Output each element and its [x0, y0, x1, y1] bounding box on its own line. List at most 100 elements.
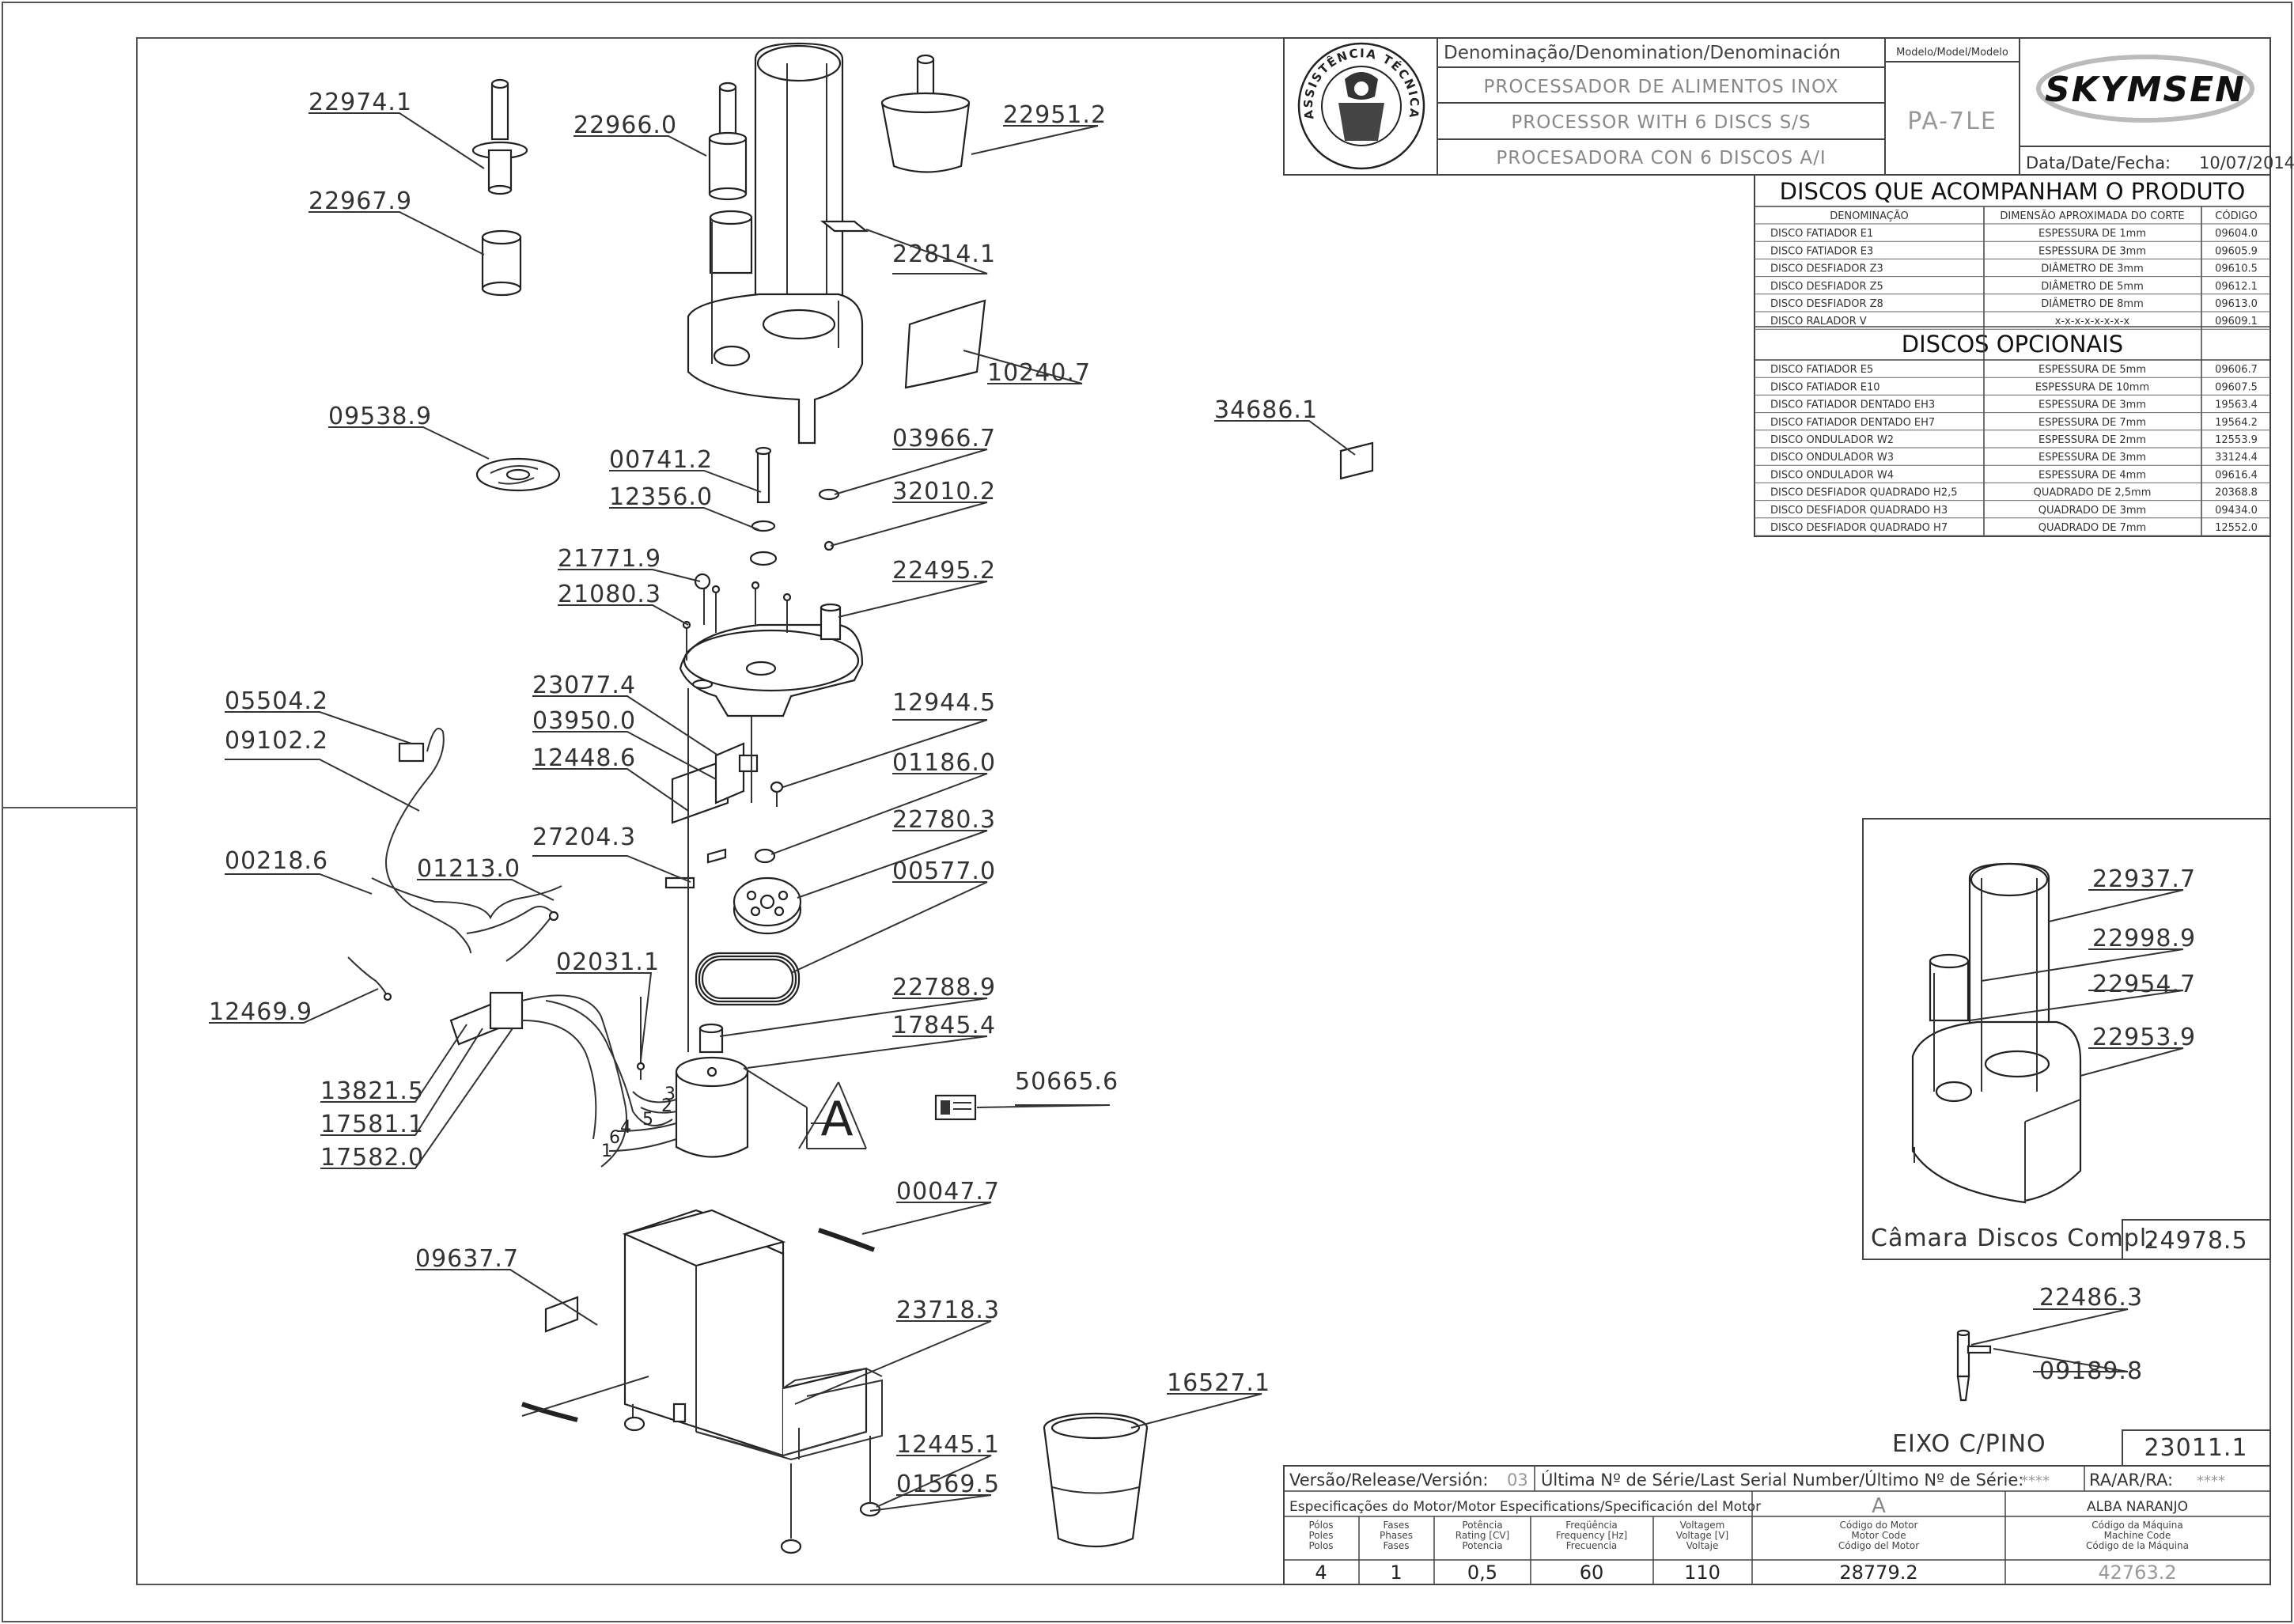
disc-name: DISCO DESFIADOR Z5	[1770, 281, 1883, 293]
disc-name: DISCO DESFIADOR QUADRADO H2,5	[1770, 487, 1958, 499]
oval-pusher	[880, 54, 971, 173]
bearing	[754, 848, 776, 864]
callout-03950-0: 03950.0	[532, 707, 636, 735]
disc-dimension: ESPESSURA DE 10mm	[2035, 381, 2149, 393]
disc-name: DISCO FATIADOR E10	[1770, 381, 1880, 393]
chamber-drawing	[1911, 862, 2082, 1204]
voltage-value: 110	[1684, 1562, 1720, 1584]
callout-22780-3: 22780.3	[892, 806, 996, 834]
author-name: ALBA NARANJO	[2087, 1499, 2188, 1515]
disc-name: DISCO FATIADOR E5	[1770, 364, 1873, 376]
callout-12445-1: 12445.1	[896, 1431, 1000, 1459]
product-name-es: PROCESADORA CON 6 DISCOS A/I	[1496, 148, 1826, 168]
large-pusher	[708, 81, 748, 201]
callout-16527-1: 16527.1	[1167, 1369, 1270, 1397]
chamber-caption: Câmara Discos Compl.	[1871, 1225, 2156, 1252]
disc-dimension: ESPESSURA DE 5mm	[2038, 364, 2146, 376]
disc-name: DISCO DESFIADOR QUADRADO H3	[1770, 505, 1948, 517]
title-block: ASSISTÊNCIA TÉCNICA AUTORIZADA Denominaç…	[0, 0, 2294, 176]
poles-header: Poles	[1308, 1530, 1333, 1541]
disc-dimension: ESPESSURA DE 7mm	[2038, 417, 2146, 429]
sticker-strip	[904, 299, 986, 389]
callout-23718-3: 23718.3	[896, 1297, 1000, 1324]
shaft-caption: EIXO C/PINO	[1892, 1430, 2046, 1458]
callout-32010-2: 32010.2	[892, 478, 996, 505]
drive-belt	[695, 952, 801, 1006]
callout-17582-0: 17582.0	[320, 1144, 424, 1172]
motor-spec-label: Especificações do Motor/Motor Especifica…	[1289, 1499, 1761, 1515]
disc-code: 09604.0	[2215, 228, 2258, 240]
wire-numbers: 1 2 3 4 5 6	[601, 1085, 676, 1161]
poles-header: Pólos	[1308, 1520, 1333, 1531]
brand-decals	[521, 1228, 876, 1422]
version-label: Versão/Release/Versión:	[1289, 1471, 1488, 1490]
callout-17581-1: 17581.1	[320, 1111, 424, 1138]
callout-22951-2: 22951.2	[1003, 101, 1107, 129]
callout-00741-2: 00741.2	[609, 446, 713, 474]
callout-03966-7: 03966.7	[892, 425, 996, 452]
callout-09637-7: 09637.7	[415, 1245, 519, 1273]
disc-name: DISCO FATIADOR DENTADO EH7	[1770, 417, 1935, 429]
callout-01213-0: 01213.0	[417, 855, 521, 883]
disc-code: 09609.1	[2215, 316, 2258, 327]
model-code: PA-7LE	[1907, 108, 1997, 135]
ra-value: ****	[2197, 1473, 2225, 1490]
label-plate	[820, 220, 869, 233]
disc-dimension: ESPESSURA DE 1mm	[2038, 228, 2146, 240]
svg-text:5: 5	[642, 1110, 653, 1130]
callout-01569-5: 01569.5	[896, 1471, 1000, 1498]
callout-22495-2: 22495.2	[892, 557, 996, 585]
leader-lines	[209, 112, 1356, 1512]
rating-header: Potência	[1462, 1520, 1502, 1531]
disc-dimension: QUADRADO DE 7mm	[2038, 522, 2146, 534]
disc-code: 09613.0	[2215, 298, 2258, 310]
callout-12448-6: 12448.6	[532, 744, 636, 772]
small-sticker	[1339, 441, 1374, 480]
callout-12356-0: 12356.0	[609, 483, 713, 511]
disc-name: DISCO DESFIADOR Z3	[1770, 263, 1883, 275]
callout-00218-6: 00218.6	[225, 847, 328, 875]
poles-value: 4	[1315, 1562, 1327, 1584]
callout-12944-5: 12944.5	[892, 689, 996, 717]
disc-name: DISCO RALADOR V	[1770, 316, 1867, 327]
callout-22966-0: 22966.0	[574, 112, 677, 139]
callout-02031-1: 02031.1	[556, 948, 660, 976]
detail-shaft: 22486.3 09189.8 EIXO C/PINO 23011.1	[1892, 1284, 2271, 1467]
svg-text:6: 6	[609, 1128, 620, 1148]
serial-label: Última Nº de Série/Last Serial Number/Úl…	[1541, 1470, 2023, 1490]
disc-table-header: DENOMINAÇÃO	[1830, 210, 1909, 222]
voltage-header: Voltagem	[1680, 1520, 1725, 1531]
rating-value: 0,5	[1467, 1562, 1497, 1584]
disc-name: DISCO FATIADOR DENTADO EH3	[1770, 399, 1935, 411]
disc-dimension: DIÂMETRO DE 8mm	[2041, 297, 2143, 310]
disc-dimension: ESPESSURA DE 3mm	[2038, 245, 2146, 257]
motor-base-plate	[679, 603, 864, 717]
disc-dimension: x-x-x-x-x-x-x-x	[2055, 316, 2130, 327]
callout-34686-1: 34686.1	[1214, 396, 1318, 424]
callout-12469-9: 12469.9	[209, 998, 312, 1026]
pulley	[732, 876, 802, 935]
callout-22954-7: 22954.7	[2092, 971, 2196, 998]
disc-code: 09434.0	[2215, 505, 2258, 517]
callout-00047-7: 00047.7	[896, 1178, 1000, 1206]
callout-22788-9: 22788.9	[892, 974, 996, 1001]
brand-logo: SKYMSEN	[2036, 55, 2254, 123]
disc-name: DISCO DESFIADOR Z8	[1770, 298, 1883, 310]
callout-22937-7: 22937.7	[2092, 865, 2196, 893]
base-cabinet	[622, 1209, 883, 1554]
machine-code-header: Código de la Máquina	[2086, 1540, 2189, 1551]
frequency-header: Frecuencia	[1566, 1540, 1618, 1551]
poles-header: Polos	[1308, 1540, 1333, 1551]
disc-code: 09610.5	[2215, 263, 2258, 275]
phases-value: 1	[1390, 1562, 1402, 1584]
disc-dimension: ESPESSURA DE 3mm	[2038, 399, 2146, 411]
callout-22967-9: 22967.9	[309, 187, 412, 215]
disc-name: DISCO ONDULADOR W4	[1770, 469, 1894, 481]
motor-code-header: Motor Code	[1851, 1530, 1906, 1541]
exploded-parts: A 1 2 3 4	[209, 42, 1374, 1554]
callout-labels: 22974.1 22967.9 22966.0 22951.2 22814.1 …	[209, 89, 1318, 1498]
disc-dimension: ESPESSURA DE 3mm	[2038, 452, 2146, 464]
callout-13821-5: 13821.5	[320, 1077, 424, 1105]
svg-text:3: 3	[664, 1085, 676, 1104]
